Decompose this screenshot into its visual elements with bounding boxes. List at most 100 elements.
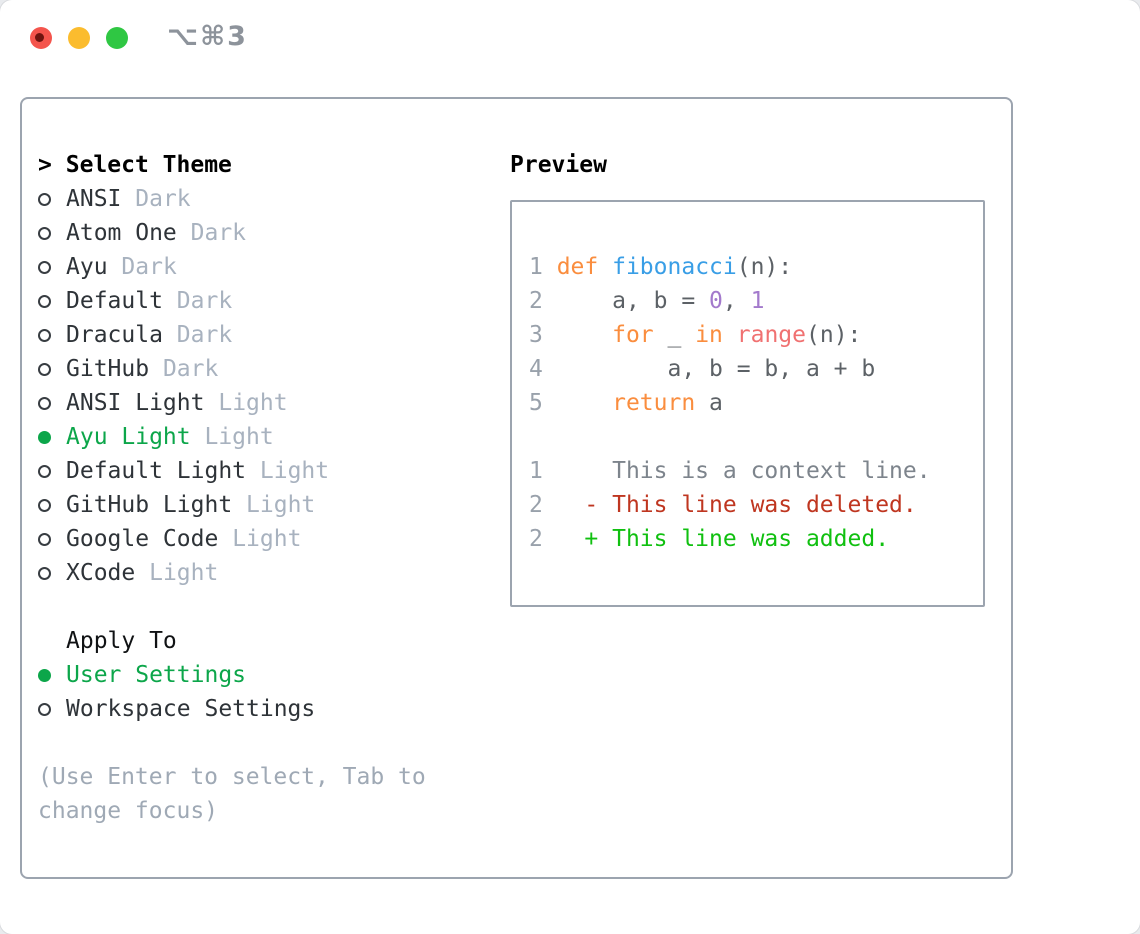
theme-name: Google Code bbox=[66, 526, 219, 552]
preview-title: Preview bbox=[510, 152, 607, 178]
select-theme-header: > Select Theme bbox=[38, 148, 426, 182]
theme-option-dracula-dark[interactable]: Dracula Dark bbox=[38, 318, 426, 352]
spacer-text bbox=[246, 458, 260, 484]
help-text-line-2: change focus) bbox=[38, 798, 219, 824]
code-token-function: fibonacci bbox=[612, 254, 737, 280]
code-token-plain bbox=[723, 322, 737, 348]
theme-option-github-dark[interactable]: GitHub Dark bbox=[38, 352, 426, 386]
code-token-plain: a bbox=[695, 390, 723, 416]
spacer-text bbox=[108, 254, 122, 280]
theme-name: Default Light bbox=[66, 458, 247, 484]
code-line: 2 + This line was added. bbox=[529, 522, 983, 556]
apply-option-label: Workspace Settings bbox=[66, 696, 316, 722]
theme-variant: Light bbox=[149, 560, 219, 586]
close-button[interactable] bbox=[30, 27, 52, 49]
line-number: 5 bbox=[529, 390, 557, 416]
line-number: 1 bbox=[529, 458, 557, 484]
code-token-keyword: return bbox=[612, 390, 696, 416]
theme-name: Dracula bbox=[66, 322, 163, 348]
spacer bbox=[38, 726, 426, 760]
theme-option-github-light-light[interactable]: GitHub Light Light bbox=[38, 488, 426, 522]
theme-name: Ayu Light bbox=[66, 424, 191, 450]
theme-variant: Light bbox=[246, 492, 316, 518]
code-token-plain bbox=[598, 254, 612, 280]
select-theme-title: Select Theme bbox=[65, 152, 232, 178]
zoom-button[interactable] bbox=[106, 27, 128, 49]
spacer-text bbox=[191, 424, 205, 450]
theme-name: Ayu bbox=[66, 254, 108, 280]
theme-variant: Dark bbox=[176, 322, 233, 348]
code-line: 2 - This line was deleted. bbox=[529, 488, 983, 522]
line-number: 2 bbox=[529, 492, 557, 518]
radio-unselected-icon bbox=[38, 295, 51, 308]
theme-option-ayu-light-light[interactable]: Ayu Light Light bbox=[38, 420, 426, 454]
minimize-button[interactable] bbox=[68, 27, 90, 49]
spacer-text bbox=[218, 526, 232, 552]
code-token-plain: (n): bbox=[806, 322, 862, 348]
code-line: 1 def fibonacci(n): bbox=[529, 250, 983, 284]
code-token-plain: (n): bbox=[736, 254, 793, 280]
help-text-line-1: (Use Enter to select, Tab to bbox=[38, 764, 426, 790]
code-line bbox=[529, 420, 983, 454]
theme-option-google-code-light[interactable]: Google Code Light bbox=[38, 522, 426, 556]
line-number: 4 bbox=[529, 356, 557, 382]
line-number: 3 bbox=[529, 322, 557, 348]
theme-name: GitHub bbox=[66, 356, 150, 382]
radio-unselected-icon bbox=[38, 227, 51, 240]
radio-selected-icon bbox=[38, 669, 51, 682]
theme-option-xcode-light[interactable]: XCode Light bbox=[38, 556, 426, 590]
window-shortcut-label: ⌥⌘3 bbox=[167, 21, 248, 52]
radio-unselected-icon bbox=[38, 329, 51, 342]
code-token-context: This is a context line. bbox=[556, 458, 931, 484]
code-line: 4 a, b = b, a + b bbox=[529, 352, 983, 386]
apply-option-workspace-settings[interactable]: Workspace Settings bbox=[38, 692, 426, 726]
spacer-text bbox=[121, 186, 135, 212]
radio-unselected-icon bbox=[38, 567, 51, 580]
line-number: 2 bbox=[529, 526, 557, 552]
code-line: 2 a, b = 0, 1 bbox=[529, 284, 983, 318]
theme-option-default-light-light[interactable]: Default Light Light bbox=[38, 454, 426, 488]
radio-unselected-icon bbox=[38, 533, 51, 546]
code-token-keyword: def bbox=[556, 254, 599, 280]
code-token-added: + This line was added. bbox=[556, 526, 890, 552]
theme-option-atom-one-dark[interactable]: Atom One Dark bbox=[38, 216, 426, 250]
spacer-text bbox=[232, 492, 246, 518]
theme-option-default-dark[interactable]: Default Dark bbox=[38, 284, 426, 318]
theme-name: GitHub Light bbox=[66, 492, 233, 518]
line-number: 1 bbox=[529, 254, 557, 280]
spacer-text bbox=[204, 390, 218, 416]
code-token-plain: a, b = b, a + b bbox=[556, 356, 876, 382]
code-token-plain bbox=[557, 322, 612, 348]
theme-option-ansi-dark[interactable]: ANSI Dark bbox=[38, 182, 426, 216]
radio-selected-icon bbox=[38, 431, 51, 444]
theme-variant: Light bbox=[218, 390, 288, 416]
code-token-plain: _ bbox=[653, 322, 696, 348]
code-token-plain bbox=[557, 390, 612, 416]
theme-name: ANSI bbox=[66, 186, 122, 212]
theme-variant: Dark bbox=[190, 220, 247, 246]
code-token-deleted: - This line was deleted. bbox=[556, 492, 917, 518]
theme-name: Default bbox=[66, 288, 163, 314]
theme-variant: Dark bbox=[121, 254, 177, 280]
radio-unselected-icon bbox=[38, 193, 51, 206]
apply-to-header: Apply To bbox=[66, 628, 177, 654]
theme-variant: Light bbox=[204, 424, 274, 450]
code-line: 1 This is a context line. bbox=[529, 454, 983, 488]
radio-unselected-icon bbox=[38, 465, 51, 478]
code-token-number: 0 bbox=[709, 288, 723, 314]
spacer bbox=[38, 590, 426, 624]
code-line: 3 for _ in range(n): bbox=[529, 318, 983, 352]
spacer-text bbox=[135, 560, 149, 586]
apply-option-user-settings[interactable]: User Settings bbox=[38, 658, 426, 692]
radio-unselected-icon bbox=[38, 499, 51, 512]
apply-option-label: User Settings bbox=[66, 662, 247, 688]
theme-variant: Dark bbox=[162, 356, 219, 382]
theme-option-ansi-light-light[interactable]: ANSI Light Light bbox=[38, 386, 426, 420]
theme-variant: Dark bbox=[135, 186, 191, 212]
theme-option-ayu-dark[interactable]: Ayu Dark bbox=[38, 250, 426, 284]
